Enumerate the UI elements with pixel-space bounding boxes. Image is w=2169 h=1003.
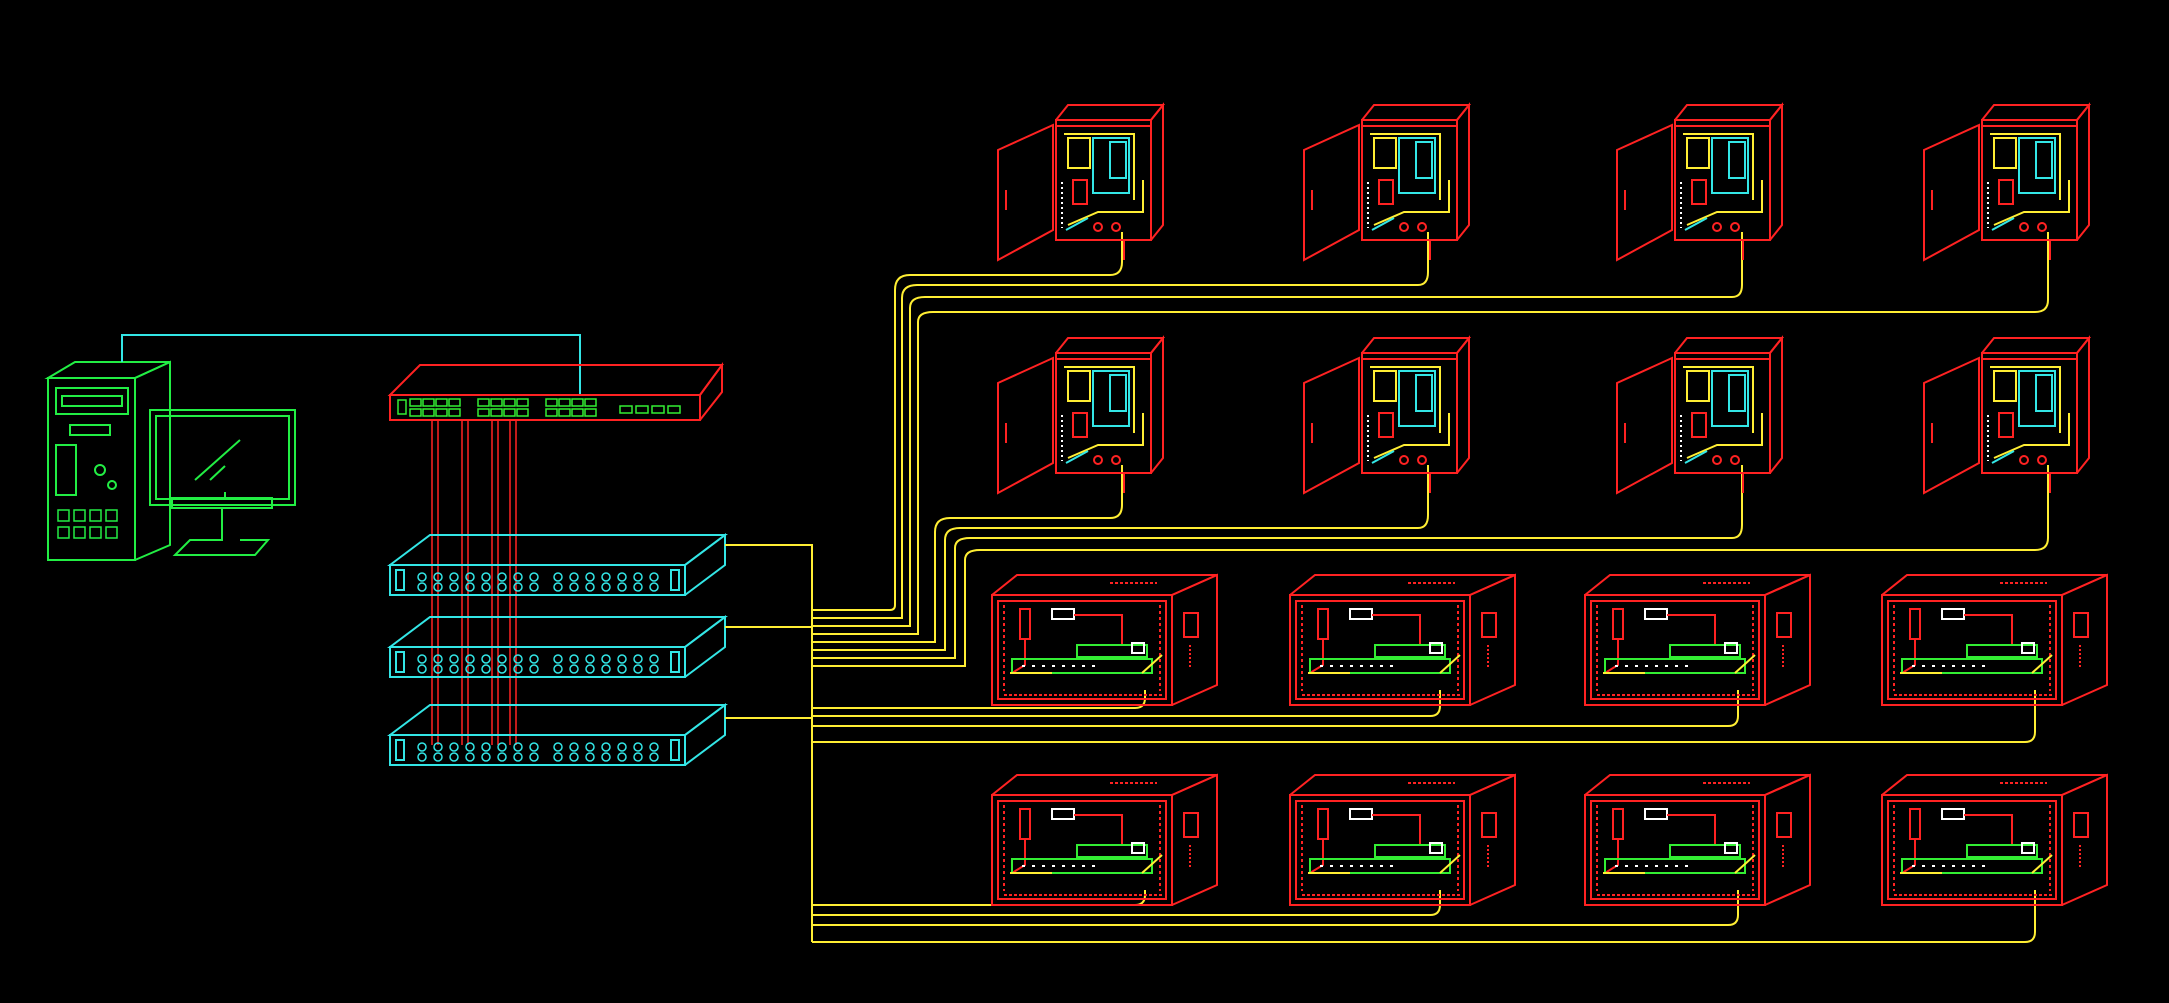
patch-panel-icon (389, 534, 726, 596)
outdoor-wall-cabinet-icon (1616, 337, 1783, 494)
network-switch-icon (387, 361, 724, 421)
outdoor-wall-cabinet-icon (1303, 104, 1470, 261)
rack-cabinet-row-2 (991, 774, 2108, 906)
rack-cabinet-icon (991, 774, 1218, 906)
outdoor-wall-cabinet-icon (997, 104, 1164, 261)
rack-cabinet-icon (1584, 774, 1811, 906)
desktop-computer-icon (44, 360, 296, 561)
rack-cabinet-icon (1289, 574, 1516, 706)
outdoor-wall-cabinet-icon (1303, 337, 1470, 494)
outdoor-wall-cabinet-icon (1616, 104, 1783, 261)
patch-panel-2 (389, 616, 726, 678)
outdoor-wall-cabinet-icon (1923, 337, 2090, 494)
trunk-cables (725, 232, 2049, 943)
rack-cabinet-row-1 (991, 574, 2108, 706)
patch-panel-icon (389, 704, 726, 766)
patch-panel-3 (389, 704, 726, 766)
rack-cabinet-icon (1881, 774, 2108, 906)
rack-cabinet-icon (1289, 774, 1516, 906)
workstation (44, 360, 296, 561)
outdoor-wall-cabinet-icon (997, 337, 1164, 494)
core-switch (387, 361, 724, 421)
wall-cabinet-row-1 (997, 104, 2090, 261)
patch-panel-icon (389, 616, 726, 678)
rack-cabinet-icon (1881, 574, 2108, 706)
outdoor-wall-cabinet-icon (1923, 104, 2090, 261)
wall-cabinet-row-2 (997, 337, 2090, 494)
rack-cabinet-icon (991, 574, 1218, 706)
rack-cabinet-icon (1584, 574, 1811, 706)
patch-panel-1 (389, 534, 726, 596)
